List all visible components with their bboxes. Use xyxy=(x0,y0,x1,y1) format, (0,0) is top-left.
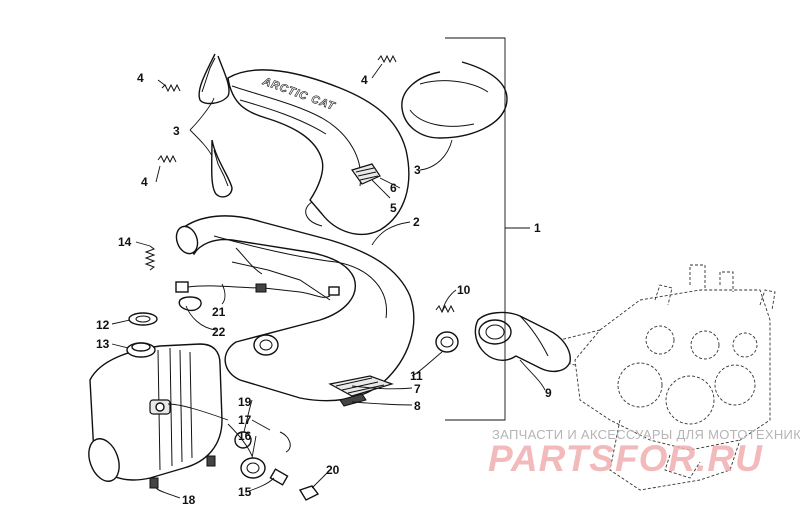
callout-16: 16 xyxy=(238,429,252,443)
callout-7: 7 xyxy=(414,382,421,396)
callout-9: 9 xyxy=(545,386,552,400)
callout-6: 6 xyxy=(390,181,397,195)
callout-numbers: 1 2 3 3 4 4 4 5 6 7 8 9 10 11 12 13 14 1… xyxy=(96,71,552,507)
callout-11: 11 xyxy=(410,369,423,383)
exhaust-manifold xyxy=(435,311,571,373)
muffler xyxy=(88,342,223,489)
muffler-gasket xyxy=(128,312,158,326)
callout-3a: 3 xyxy=(173,124,180,138)
expansion-chamber xyxy=(175,215,415,407)
callout-21: 21 xyxy=(212,305,226,319)
callout-13: 13 xyxy=(96,337,110,351)
callout-18: 18 xyxy=(182,493,196,507)
mounting-hardware xyxy=(234,431,320,501)
watermark-tagline: ЗАПЧАСТИ И АКСЕССУАРЫ ДЛЯ МОТОТЕХНИКИ xyxy=(492,427,800,442)
callout-4b: 4 xyxy=(141,175,148,189)
watermark-logo: PARTSFOR.RU xyxy=(488,438,763,479)
callout-12: 12 xyxy=(96,318,110,332)
callout-19: 19 xyxy=(238,395,252,409)
callout-5: 5 xyxy=(390,201,397,215)
callout-15: 15 xyxy=(238,485,252,499)
callout-4a: 4 xyxy=(137,71,144,85)
callout-3b: 3 xyxy=(414,163,421,177)
temperature-sensor xyxy=(175,281,340,312)
callout-22: 22 xyxy=(212,325,226,339)
retaining-straps xyxy=(198,53,508,198)
callout-8: 8 xyxy=(414,399,421,413)
callout-2: 2 xyxy=(413,215,420,229)
heat-shield: ARCTIC CAT xyxy=(227,69,410,235)
callout-leaders xyxy=(111,37,546,499)
callout-4c: 4 xyxy=(361,73,368,87)
callout-1: 1 xyxy=(534,221,541,235)
callout-17: 17 xyxy=(238,413,252,427)
callout-14: 14 xyxy=(118,235,132,249)
callout-20: 20 xyxy=(326,463,340,477)
callout-10: 10 xyxy=(457,283,471,297)
